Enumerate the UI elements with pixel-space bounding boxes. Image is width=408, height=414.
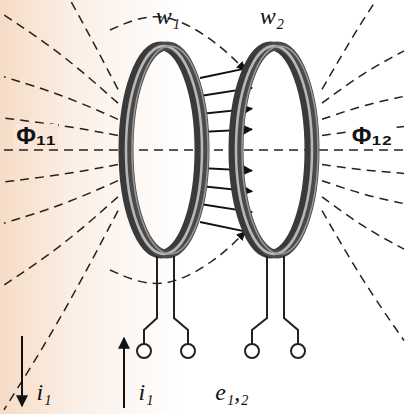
flux-line [4,77,118,119]
emf-label: e₁,₂ [213,380,250,404]
flux-line [322,0,404,89]
flux-lines [4,0,404,410]
flux-line [322,51,404,103]
terminals [137,344,305,358]
flux-line [322,181,404,204]
current-label: i₁ [34,380,53,404]
winding-label: w₂ [258,4,286,28]
coil-w2 [233,46,318,254]
current-label: i₁ [136,380,155,404]
flux-line [4,181,118,223]
flux-line [4,0,118,89]
flux-line [322,165,404,174]
coil-w1 [123,46,208,254]
current-arrows [22,336,124,408]
flux-line [322,96,404,119]
flux-line [322,211,404,341]
flux-label: Φ₁₁ [14,124,58,148]
flux-line [4,15,118,103]
flux-line [4,197,118,285]
flux-line [4,211,118,410]
flux-line [322,197,404,249]
winding-label: w₁ [154,4,182,28]
flux-label: Φ₁₂ [350,124,394,148]
coil-leads [144,256,298,344]
flux-line [4,165,118,182]
